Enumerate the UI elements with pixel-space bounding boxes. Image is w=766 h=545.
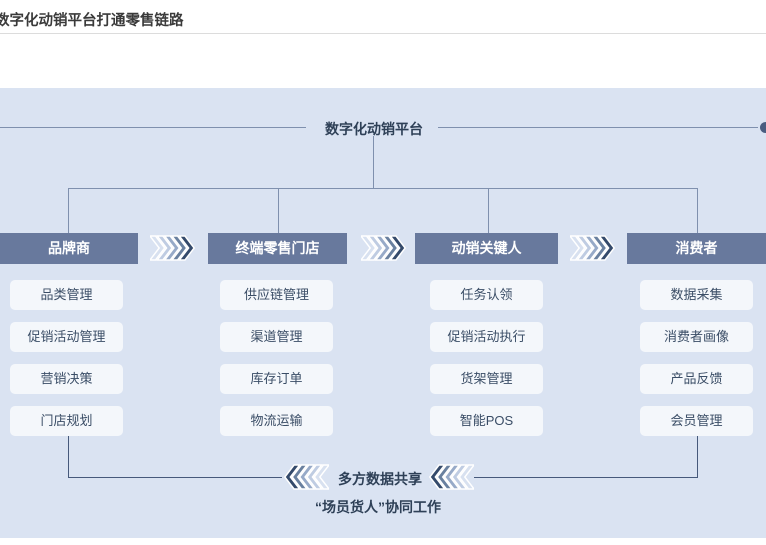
item-card: 促销活动管理 — [10, 322, 123, 352]
item-card: 品类管理 — [10, 280, 123, 310]
column-header-consumer: 消费者 — [627, 233, 766, 264]
chevrons-left-icon — [428, 464, 474, 490]
connector-line — [373, 136, 374, 188]
diagram-canvas: 数字化动销平台 品牌商 终端零售门店 动销关键人 消费者 品类管理 促销活动管理… — [0, 88, 766, 538]
connector-line — [474, 477, 698, 478]
collaboration-label: “场员货人”协同工作 — [315, 499, 441, 515]
connector-endpoint-dot — [760, 122, 766, 133]
item-card: 智能POS — [430, 406, 543, 436]
connector-line — [488, 188, 489, 233]
chevrons-left-icon — [283, 464, 329, 490]
data-sharing-label: 多方数据共享 — [338, 471, 422, 487]
chevrons-right-icon — [150, 235, 196, 261]
connector-line — [68, 188, 69, 233]
connector-line — [438, 127, 758, 128]
item-card: 消费者画像 — [640, 322, 753, 352]
item-card: 数据采集 — [640, 280, 753, 310]
item-card: 库存订单 — [220, 364, 333, 394]
connector-line — [697, 436, 698, 477]
column-header-brand: 品牌商 — [0, 233, 138, 264]
platform-node-label: 数字化动销平台 — [325, 121, 423, 137]
connector-line — [68, 436, 69, 477]
page-title: 数字化动销平台打通零售链路 — [0, 13, 184, 29]
item-card: 任务认领 — [430, 280, 543, 310]
item-card: 门店规划 — [10, 406, 123, 436]
item-card: 供应链管理 — [220, 280, 333, 310]
chevrons-right-icon — [570, 235, 616, 261]
item-card: 促销活动执行 — [430, 322, 543, 352]
item-card: 产品反馈 — [640, 364, 753, 394]
title-divider — [0, 33, 766, 34]
item-card: 营销决策 — [10, 364, 123, 394]
item-card: 渠道管理 — [220, 322, 333, 352]
item-card: 货架管理 — [430, 364, 543, 394]
connector-line — [68, 477, 282, 478]
connector-line — [0, 127, 306, 128]
column-header-key-person: 动销关键人 — [415, 233, 558, 264]
chevrons-right-icon — [361, 235, 407, 261]
item-card: 会员管理 — [640, 406, 753, 436]
item-card: 物流运输 — [220, 406, 333, 436]
column-header-retail-store: 终端零售门店 — [208, 233, 347, 264]
connector-line — [68, 188, 698, 189]
connector-line — [697, 188, 698, 233]
connector-line — [278, 188, 279, 233]
